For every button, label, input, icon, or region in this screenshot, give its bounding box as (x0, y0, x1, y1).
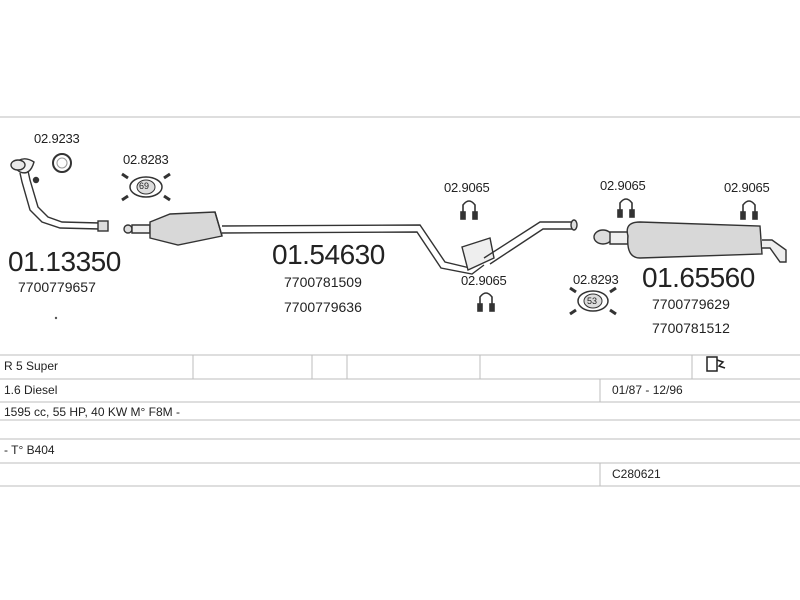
front-pipe-drawing (10, 158, 109, 232)
middle-silencer-oem-2: 7700779636 (284, 299, 362, 315)
hanger-mid-top-part-number: 02.9065 (444, 180, 490, 195)
middle-silencer-drawing (123, 211, 578, 275)
vehicle-years: 01/87 - 12/96 (612, 383, 683, 397)
document-icon (706, 356, 726, 372)
catalog-code: C280621 (612, 467, 661, 481)
hanger-right-a-part-number: 02.9065 (600, 178, 646, 193)
gasket-part-number: 02.9233 (34, 131, 80, 146)
rear-silencer-oem-2: 7700781512 (652, 320, 730, 336)
clamp-left-drawing (121, 172, 171, 202)
rear-silencer-drawing (593, 221, 787, 263)
rear-silencer-part-number: 01.65560 (642, 262, 755, 293)
hanger-mid-top-icon (460, 200, 478, 220)
vehicle-model: R 5 Super (4, 359, 59, 373)
middle-silencer-oem-1: 7700781509 (284, 274, 362, 290)
clamp-right-part-number: 02.8293 (573, 272, 619, 287)
clamp-left-part-number: 02.8283 (123, 152, 169, 167)
middle-silencer-part-number: 01.54630 (272, 239, 385, 270)
clamp-right-size: 53 (587, 296, 598, 306)
clamp-right-drawing (569, 286, 617, 316)
gasket-ring (52, 153, 72, 173)
front-pipe-oem: 7700779657 (18, 279, 96, 295)
clamp-left-size: 69 (139, 181, 150, 191)
vehicle-type: - T° B404 (4, 443, 55, 457)
hanger-right-b-part-number: 02.9065 (724, 180, 770, 195)
vehicle-engine: 1.6 Diesel (4, 383, 58, 397)
hanger-mid-bottom-part-number: 02.9065 (461, 273, 507, 288)
hanger-mid-bottom-icon (477, 292, 495, 312)
rear-silencer-oem-1: 7700779629 (652, 296, 730, 312)
hanger-right-b-icon (740, 200, 758, 220)
hanger-right-a-icon (617, 198, 635, 218)
front-pipe-part-number: 01.13350 (8, 246, 121, 277)
vehicle-spec: 1595 cc, 55 HP, 40 KW M° F8M - (4, 405, 180, 419)
